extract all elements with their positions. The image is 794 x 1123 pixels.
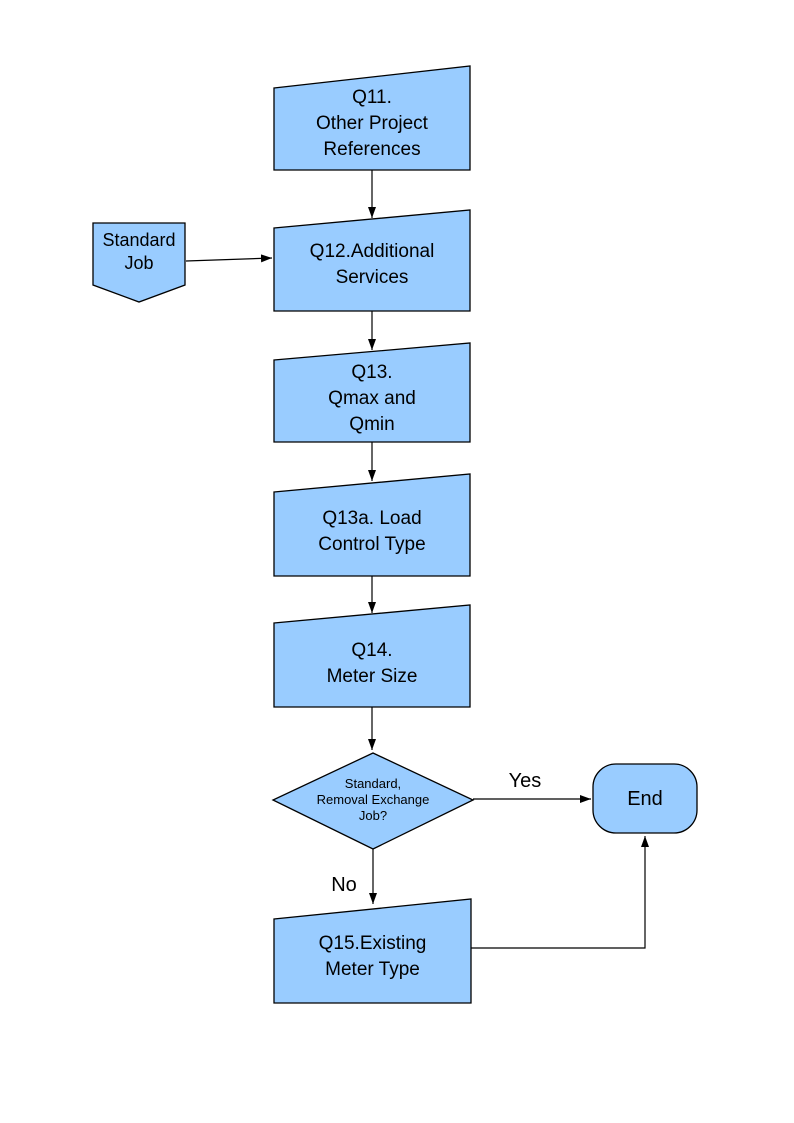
edge-label-no: No [331, 874, 357, 896]
node-q11-other-project-references [273, 65, 471, 171]
node-q13-qmax-qmin [273, 342, 471, 443]
label-q12: Q12.Additional Services [309, 240, 435, 288]
label-q14: Q14. Meter Size [326, 640, 418, 687]
label-standard-job: Standard Job [102, 230, 176, 273]
label-q13a: Q13a. Load Control Type [318, 508, 426, 555]
node-decision-standard-removal-exchange-job [271, 752, 475, 850]
connector-q15-to-end [471, 836, 649, 949]
connector-standardjob-to-q12 [185, 254, 273, 263]
node-q12-additional-services [273, 209, 471, 312]
node-end-terminator [592, 763, 698, 834]
label-end: End [627, 787, 663, 810]
node-q13a-load-control-type [273, 473, 471, 577]
label-q15: Q15.Existing Meter Type [318, 933, 427, 980]
node-q14-meter-size [273, 604, 471, 708]
node-q15-existing-meter-type [273, 898, 472, 1004]
label-q13: Q13. Qmax and Qmin [328, 362, 416, 435]
edge-label-yes: Yes [508, 770, 542, 792]
label-decision: Standard, Removal Exchange Job? [316, 776, 430, 823]
node-standard-job-banner [92, 222, 186, 303]
label-q11: Q11. Other Project References [316, 87, 428, 160]
